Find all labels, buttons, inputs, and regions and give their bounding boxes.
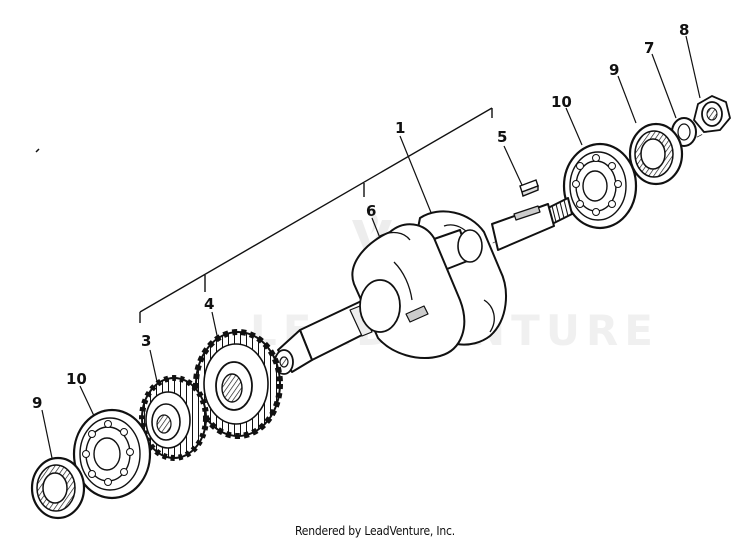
callout-1: 1 bbox=[395, 119, 405, 137]
callout-9-left: 9 bbox=[32, 394, 42, 412]
leader-9-right bbox=[617, 75, 637, 124]
spur-gear-part bbox=[193, 329, 283, 439]
callout-8: 8 bbox=[679, 21, 689, 39]
oil-seal-left-part bbox=[30, 456, 86, 520]
bearing-right-part bbox=[562, 142, 638, 230]
leader-8 bbox=[685, 35, 701, 99]
oil-seal-right-part bbox=[628, 122, 684, 186]
leader-5 bbox=[503, 145, 523, 186]
callout-5: 5 bbox=[497, 128, 507, 146]
callout-4: 4 bbox=[204, 295, 214, 313]
leader-4 bbox=[211, 311, 219, 341]
leader-7 bbox=[651, 53, 677, 119]
callout-6: 6 bbox=[366, 202, 376, 220]
leader-10-right bbox=[565, 107, 583, 146]
footer-credit: Rendered by LeadVenture, Inc. bbox=[295, 524, 455, 538]
stray-mark bbox=[35, 148, 40, 153]
callout-7: 7 bbox=[644, 39, 654, 57]
bearing-left-part bbox=[72, 408, 152, 500]
key-part bbox=[519, 179, 539, 197]
assembly-bracket bbox=[139, 107, 493, 323]
hex-nut-part bbox=[693, 94, 731, 133]
leader-9-left bbox=[41, 409, 53, 459]
callout-9-right: 9 bbox=[609, 61, 619, 79]
callout-3: 3 bbox=[141, 332, 151, 350]
leader-unused bbox=[360, 420, 410, 460]
callout-10-right: 10 bbox=[551, 93, 572, 111]
callout-10-left: 10 bbox=[66, 370, 87, 388]
helical-gear-part bbox=[139, 375, 209, 461]
crankshaft-part bbox=[274, 197, 573, 375]
leader-10-left bbox=[79, 385, 96, 419]
leader-1 bbox=[399, 135, 433, 216]
